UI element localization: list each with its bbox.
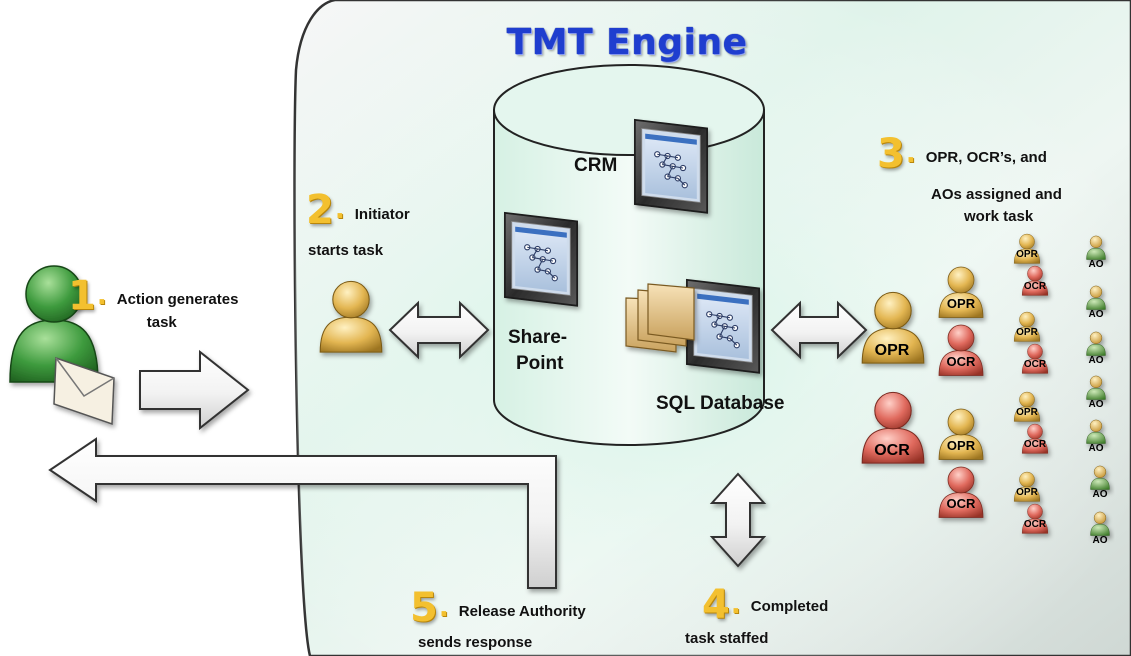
step-dot: . — [96, 281, 107, 311]
opr-tag: OPR — [1016, 249, 1038, 260]
ocr-tag: OCR — [1023, 519, 1047, 530]
step-3-text-line-2: AOs assigned and — [931, 186, 1062, 203]
sharepoint-label-line-2: Point — [516, 353, 564, 374]
sql-monitor-icon — [685, 278, 761, 374]
opr-tag: OPR — [1016, 407, 1038, 418]
ao-tag: AO — [1088, 355, 1104, 366]
step-3: 3. OPR, OCR’s, and — [877, 134, 1047, 174]
step-text-line: Release Authority — [458, 603, 586, 620]
step-text-line: OPR, OCR’s, and — [925, 149, 1047, 166]
step-1: 1. Action generates task — [68, 276, 238, 334]
step-2: 2. Initiator — [306, 190, 410, 230]
ao-tag: AO — [1088, 309, 1104, 320]
step-text: Initiator — [355, 203, 410, 226]
step-5-text-line-2: sends response — [418, 634, 533, 651]
sql-database-label: SQL Database — [656, 393, 785, 414]
step-dot: . — [730, 590, 741, 620]
initiator-database-arrow — [388, 300, 490, 360]
step-number: 3 — [877, 131, 905, 177]
step-text: Completed — [751, 595, 829, 618]
step-5: 5. Release Authority — [410, 588, 586, 628]
step-number: 2 — [306, 187, 334, 233]
step-text: Action generates task — [117, 288, 239, 334]
opr-tag: OPR — [1016, 487, 1038, 498]
step-3-text-line-3: work task — [964, 208, 1034, 225]
ocr-tag: OCR — [946, 354, 976, 369]
step-text: OPR, OCR’s, and — [926, 146, 1047, 169]
sharepoint-monitor-icon — [503, 211, 579, 307]
step-text-line: task — [146, 314, 177, 331]
ocr-tag: OCR — [946, 496, 976, 511]
diagram-title: TMT Engine — [506, 22, 748, 63]
opr-tag: OPR — [1016, 327, 1038, 338]
step-number: 1 — [68, 273, 96, 319]
response-arrow — [48, 437, 557, 589]
ocr-tag: OCR — [1023, 281, 1047, 292]
step-4-text-line-2: task staffed — [685, 630, 769, 647]
step-dot: . — [438, 593, 449, 623]
ao-tag: AO — [1092, 489, 1108, 500]
task-staffed-arrow — [709, 472, 767, 568]
step-2-text-line-2: starts task — [308, 242, 384, 259]
ocr-tag: OCR — [1023, 359, 1047, 370]
database-opr-arrow — [770, 300, 868, 360]
step-text-line: Completed — [750, 598, 829, 615]
step-dot: . — [905, 139, 916, 169]
envelope-icon — [53, 356, 115, 426]
step-text: Release Authority — [459, 600, 586, 623]
step-dot: . — [334, 195, 345, 225]
ao-tag: AO — [1088, 259, 1104, 270]
opr-tag: OPR — [874, 342, 910, 359]
step-number: 5 — [410, 585, 438, 631]
ocr-tag: OCR — [874, 442, 910, 459]
step-number: 4 — [702, 582, 730, 628]
step-text-line: Initiator — [354, 206, 410, 223]
ao-tag: AO — [1088, 399, 1104, 410]
opr-tag: OPR — [946, 438, 976, 453]
crm-label: CRM — [574, 155, 618, 176]
action-to-engine-arrow — [139, 349, 250, 431]
ao-tag: AO — [1092, 535, 1108, 546]
ocr-tag: OCR — [1023, 439, 1047, 450]
step-4: 4. Completed — [702, 585, 828, 625]
folders-icon — [625, 283, 695, 353]
ao-tag: AO — [1088, 443, 1104, 454]
sharepoint-label-line-1: Share- — [508, 327, 568, 348]
opr-tag: OPR — [946, 296, 976, 311]
step-text-line: Action generates — [116, 291, 239, 308]
crm-monitor-icon — [633, 118, 709, 214]
